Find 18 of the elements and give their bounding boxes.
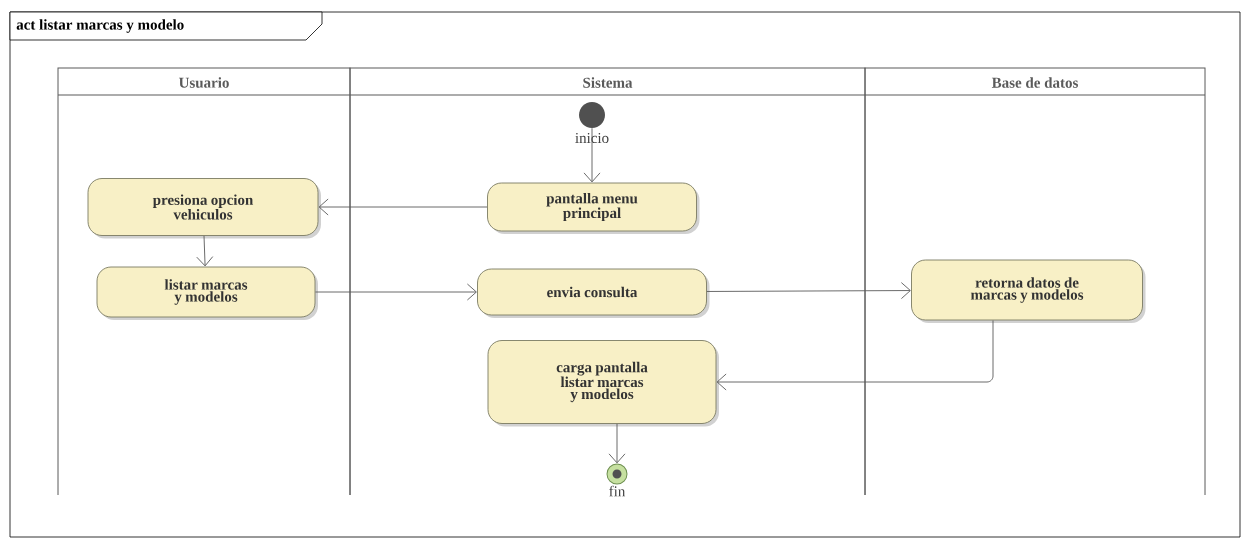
- arrow: [315, 283, 477, 301]
- arrow: [318, 198, 488, 216]
- arrow: [706, 282, 911, 300]
- node-caption: inicio: [575, 132, 609, 144]
- action-box: carga pantalla listar marcas y modelos: [487, 340, 719, 427]
- end-node: [606, 463, 628, 485]
- action-box: pantalla menu principal: [487, 182, 700, 234]
- action-box: retorna datos de marcas y modelos: [911, 259, 1146, 323]
- node-caption: fin: [609, 485, 626, 497]
- arrow: [608, 423, 626, 464]
- arrow: [716, 320, 994, 391]
- arrow: [196, 235, 214, 267]
- action-box: listar marcas y modelos: [96, 266, 318, 320]
- action-box: envia consulta: [477, 268, 710, 318]
- action-box: presiona opcion vehiculos: [87, 178, 321, 239]
- frame-title-tab: act listar marcas y modelo: [9, 11, 323, 41]
- arrow: [583, 127, 601, 183]
- start-node: [579, 102, 605, 128]
